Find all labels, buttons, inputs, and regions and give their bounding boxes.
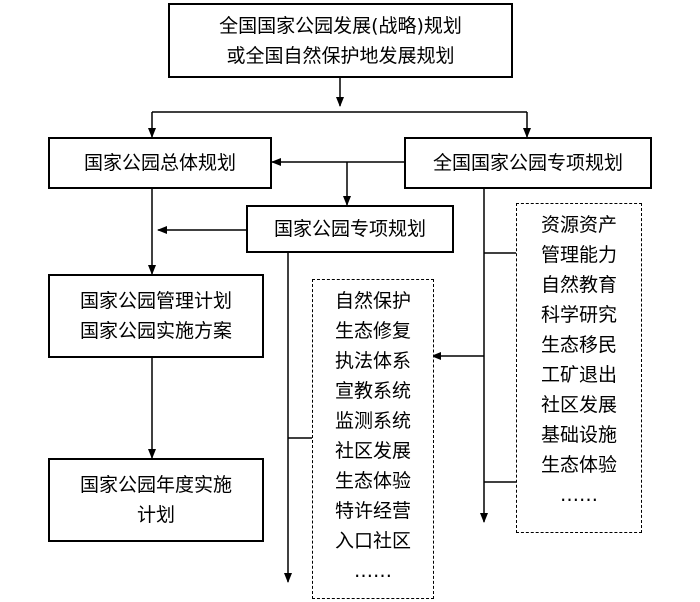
master-plan-label: 国家公园总体规划 <box>83 152 236 174</box>
national-special-plan-box: 全国国家公园专项规划 <box>404 137 652 189</box>
list-item: 社区发展 <box>540 394 617 416</box>
list-item: 执法体系 <box>334 350 411 372</box>
list-item: 资源资产 <box>540 214 617 236</box>
park-special-plan-box: 国家公园专项规划 <box>246 205 454 253</box>
list-item: 特许经营 <box>334 500 411 522</box>
list-item: 工矿退出 <box>540 364 617 386</box>
list-item: 宣教系统 <box>334 380 411 402</box>
management-plan-line-1: 国家公园管理计划 <box>79 290 232 312</box>
list-item: 基础设施 <box>540 424 617 446</box>
list-item: …… <box>354 560 392 582</box>
national-special-topics-list: 资源资产 管理能力 自然教育 科学研究 生态移民 工矿退出 社区发展 基础设施 … <box>516 203 642 533</box>
list-item: 自然保护 <box>334 290 411 312</box>
annual-plan-line-2: 计划 <box>136 504 175 526</box>
annual-plan-box: 国家公园年度实施 计划 <box>48 458 264 542</box>
list-item: 社区发展 <box>334 440 411 462</box>
national-special-plan-label: 全国国家公园专项规划 <box>432 152 623 174</box>
national-development-plan-box: 全国国家公园发展(战略)规划 或全国自然保护地发展规划 <box>168 3 513 78</box>
national-plan-line-2: 或全国自然保护地发展规划 <box>226 44 455 67</box>
list-item: 生态修复 <box>334 320 411 342</box>
management-plan-line-2: 国家公园实施方案 <box>79 320 232 342</box>
national-plan-line-1: 全国国家公园发展(战略)规划 <box>219 14 462 37</box>
management-plan-box: 国家公园管理计划 国家公园实施方案 <box>48 274 264 358</box>
list-item: 管理能力 <box>540 244 617 266</box>
list-item: 入口社区 <box>334 530 411 552</box>
list-item: 生态体验 <box>540 454 617 476</box>
list-item: 生态移民 <box>540 334 617 356</box>
annual-plan-line-1: 国家公园年度实施 <box>79 474 232 496</box>
list-item: 监测系统 <box>334 410 411 432</box>
park-special-plan-label: 国家公园专项规划 <box>273 218 426 240</box>
list-item: 科学研究 <box>540 304 617 326</box>
list-item: 生态体验 <box>334 470 411 492</box>
list-item: …… <box>560 484 598 506</box>
list-item: 自然教育 <box>540 274 617 296</box>
park-special-topics-list: 自然保护 生态修复 执法体系 宣教系统 监测系统 社区发展 生态体验 特许经营 … <box>312 279 434 599</box>
master-plan-box: 国家公园总体规划 <box>48 137 272 189</box>
